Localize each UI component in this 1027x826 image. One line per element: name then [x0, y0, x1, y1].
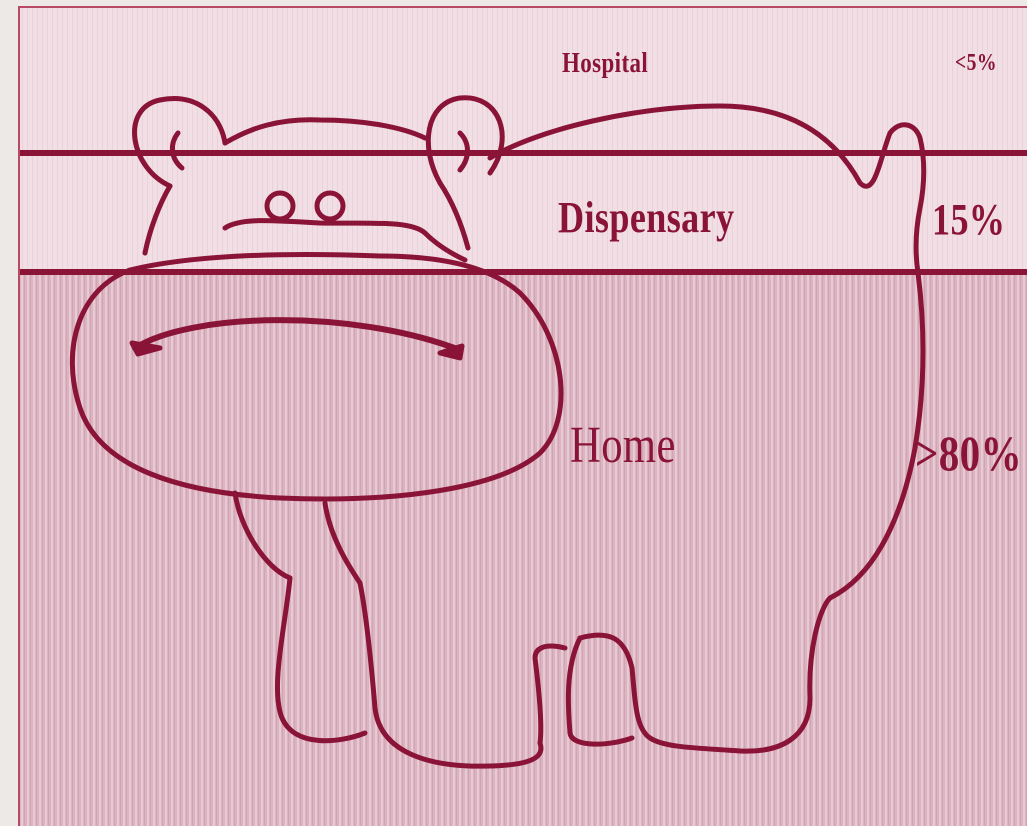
hospital-percentage: <5%	[955, 50, 997, 77]
dispensary-percentage: 15%	[932, 194, 1005, 245]
dispensary-label: Dispensary	[558, 192, 735, 243]
hospital-label: Hospital	[562, 48, 648, 80]
hippo-diagram	[20, 8, 1027, 826]
home-percentage: >80%	[915, 424, 1022, 482]
diagram-frame: Hospital <5% Dispensary 15% Home >80%	[18, 6, 1027, 826]
band-hospital	[20, 8, 1027, 153]
home-label: Home	[570, 416, 676, 475]
band-home	[20, 273, 1027, 826]
